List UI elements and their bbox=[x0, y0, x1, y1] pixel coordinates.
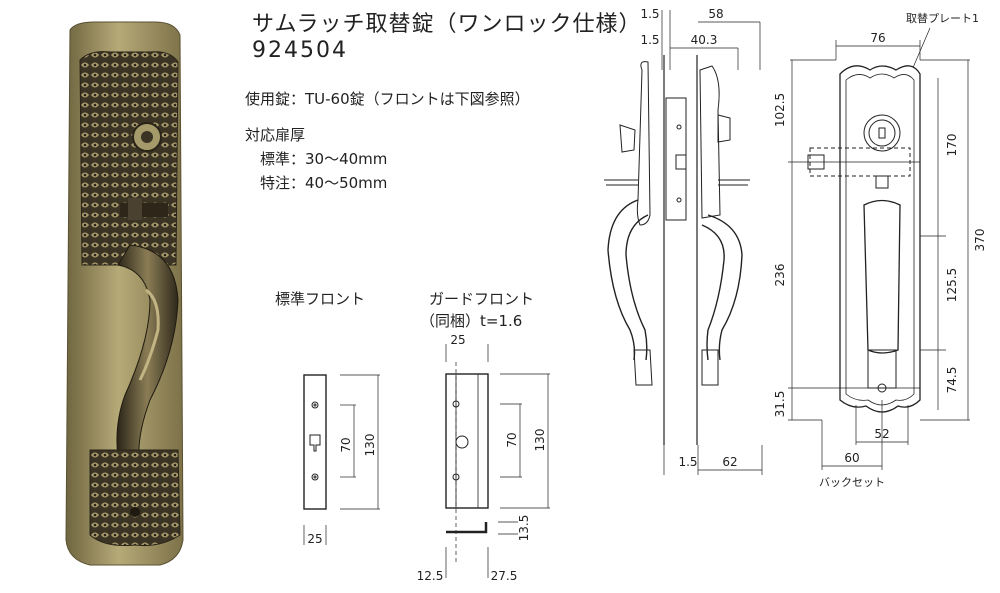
guard-dim-27-5: 27.5 bbox=[491, 569, 518, 583]
side-dim-58: 58 bbox=[708, 7, 723, 21]
front-dim-370: 370 bbox=[973, 229, 987, 252]
plate-note: 取替プレート1 bbox=[906, 11, 979, 25]
std-dim-70: 70 bbox=[339, 437, 353, 452]
guard-dim-12-5: 12.5 bbox=[417, 569, 444, 583]
front-dim-60: 60 bbox=[844, 451, 859, 465]
guard-dim-25: 25 bbox=[450, 333, 465, 347]
guard-dim-70: 70 bbox=[505, 432, 519, 447]
front-dim-31-5: 31.5 bbox=[773, 391, 787, 418]
front-dim-102-5: 102.5 bbox=[773, 93, 787, 127]
thickness-heading: 対応扉厚 bbox=[245, 126, 306, 144]
guard-front-drawing: 25 70 130 13.5 12.5 27.5 bbox=[417, 333, 550, 583]
standard-front-label: 標準フロント bbox=[275, 290, 366, 308]
product-code: 924504 bbox=[252, 38, 348, 63]
guard-dim-13-5: 13.5 bbox=[517, 515, 531, 542]
thickness-special: 特注：40～50mm bbox=[260, 174, 388, 192]
side-dim-1-5-b: 1.5 bbox=[640, 33, 659, 47]
front-dim-170: 170 bbox=[945, 134, 959, 157]
side-dim-1-5-c: 1.5 bbox=[678, 455, 697, 469]
side-dim-62: 62 bbox=[722, 455, 737, 469]
std-dim-25: 25 bbox=[307, 532, 322, 546]
std-dim-130: 130 bbox=[363, 434, 377, 457]
front-dim-125-5: 125.5 bbox=[945, 268, 959, 302]
usage-note: 使用錠：TU-60錠（フロントは下図参照） bbox=[245, 90, 530, 108]
product-title: サムラッチ取替錠（ワンロック仕様） bbox=[252, 12, 642, 37]
standard-front-drawing: 70 130 25 bbox=[303, 374, 380, 546]
product-photo bbox=[65, 21, 184, 566]
front-dim-52: 52 bbox=[874, 427, 889, 441]
backset-label: バックセット bbox=[819, 476, 885, 489]
front-view-drawing: 取替プレート1 76 102.5 236 31.5 170 370 125.5 … bbox=[773, 11, 987, 489]
guard-front-label: ガードフロント bbox=[429, 290, 535, 308]
thickness-standard: 標準：30～40mm bbox=[260, 150, 388, 168]
side-view-drawing: 1.5 58 1.5 40.3 1.5 62 bbox=[604, 7, 763, 475]
front-dim-76: 76 bbox=[870, 31, 885, 45]
front-dim-236: 236 bbox=[773, 264, 787, 287]
side-dim-40-3: 40.3 bbox=[691, 33, 718, 47]
guard-dim-130: 130 bbox=[533, 429, 547, 452]
side-dim-1-5-a: 1.5 bbox=[640, 7, 659, 21]
guard-front-sublabel: （同梱）t=1.6 bbox=[420, 312, 523, 330]
front-dim-74-5: 74.5 bbox=[945, 367, 959, 394]
